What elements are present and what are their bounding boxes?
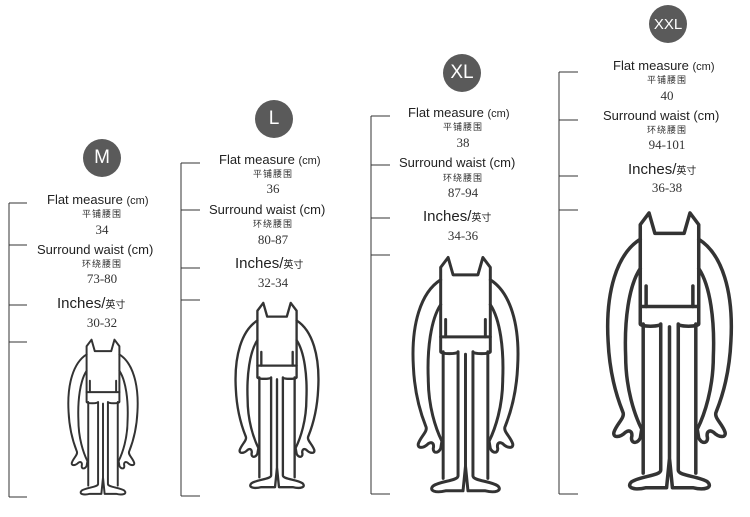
inches-value: 36-38 — [651, 180, 683, 195]
surround-waist-cn: 环绕腰围 — [81, 260, 122, 270]
inches-label: Inches/英寸 — [628, 161, 728, 178]
height-scale-bar-icon — [8, 202, 27, 498]
size-badge-xxl: XXL — [649, 5, 687, 43]
flat-measure-unit: (cm) — [126, 195, 149, 207]
flat-measure-value: 36 — [266, 181, 280, 196]
inches-cn: 英寸 — [105, 300, 126, 311]
flat-measure-value: 38 — [456, 135, 470, 150]
size-panel-m: M Flat measure (cm) 平铺腰围 34 Surround wai… — [0, 0, 180, 517]
flat-measure-text: Flat measure — [219, 152, 295, 167]
inches-label: Inches/英寸 — [57, 295, 157, 312]
inches-text: Inches/ — [57, 295, 106, 312]
inches-label: Inches/英寸 — [423, 208, 523, 225]
size-panel-l: L Flat measure (cm) 平铺腰围 36 Surround wai… — [178, 0, 368, 517]
flat-measure-value: 34 — [95, 222, 109, 237]
inches-label: Inches/英寸 — [235, 255, 335, 272]
surround-waist-label: Surround waist (cm) — [603, 108, 720, 123]
flat-measure-text: Flat measure — [613, 58, 689, 73]
surround-waist-cn: 环绕腰围 — [442, 174, 483, 184]
flat-measure-label: Flat measure (cm) — [219, 152, 334, 167]
monster-figure-outline-icon — [411, 255, 520, 494]
flat-measure-unit: (cm) — [692, 61, 715, 73]
inches-text: Inches/ — [628, 161, 677, 178]
surround-waist-cn: 环绕腰围 — [646, 126, 687, 136]
surround-waist-cn: 环绕腰围 — [252, 220, 293, 230]
surround-waist-value: 94-101 — [648, 137, 686, 152]
size-panel-xxl: XXL Flat measure (cm) 平铺腰围 40 Surround w… — [556, 0, 750, 517]
size-panel-xl: XL Flat measure (cm) 平铺腰围 38 Surround wa… — [368, 0, 558, 517]
inches-cn: 英寸 — [471, 213, 492, 224]
height-scale-bar-icon — [558, 71, 578, 495]
flat-measure-text: Flat measure — [47, 192, 123, 207]
flat-measure-value: 40 — [660, 88, 674, 103]
height-scale-bar-icon — [180, 162, 200, 497]
height-scale-bar-icon — [370, 115, 390, 495]
flat-measure-cn: 平铺腰围 — [81, 210, 122, 220]
inches-value: 30-32 — [86, 315, 118, 330]
surround-waist-label: Surround waist (cm) — [37, 242, 154, 257]
inches-value: 34-36 — [447, 228, 479, 243]
inches-cn: 英寸 — [283, 260, 304, 271]
monster-figure-outline-icon — [67, 338, 139, 496]
surround-waist-label: Surround waist (cm) — [399, 155, 516, 170]
flat-measure-cn: 平铺腰围 — [646, 76, 687, 86]
size-badge-xl: XL — [443, 54, 481, 92]
size-badge-l: L — [255, 100, 293, 138]
surround-waist-label: Surround waist (cm) — [209, 202, 326, 217]
monster-figure-outline-icon — [605, 211, 734, 491]
flat-measure-unit: (cm) — [298, 155, 321, 167]
surround-waist-value: 87-94 — [447, 185, 479, 200]
flat-measure-label: Flat measure (cm) — [47, 192, 162, 207]
inches-value: 32-34 — [257, 275, 289, 290]
flat-measure-label: Flat measure (cm) — [408, 105, 523, 120]
size-badge-m: M — [83, 139, 121, 177]
flat-measure-text: Flat measure — [408, 105, 484, 120]
surround-waist-value: 80-87 — [257, 232, 289, 247]
flat-measure-cn: 平铺腰围 — [442, 123, 483, 133]
inches-text: Inches/ — [235, 255, 284, 272]
inches-text: Inches/ — [423, 208, 472, 225]
flat-measure-cn: 平铺腰围 — [252, 170, 293, 180]
inches-cn: 英寸 — [676, 166, 697, 177]
flat-measure-label: Flat measure (cm) — [613, 58, 728, 73]
monster-figure-outline-icon — [234, 301, 320, 490]
flat-measure-unit: (cm) — [487, 108, 510, 120]
surround-waist-value: 73-80 — [86, 271, 118, 286]
